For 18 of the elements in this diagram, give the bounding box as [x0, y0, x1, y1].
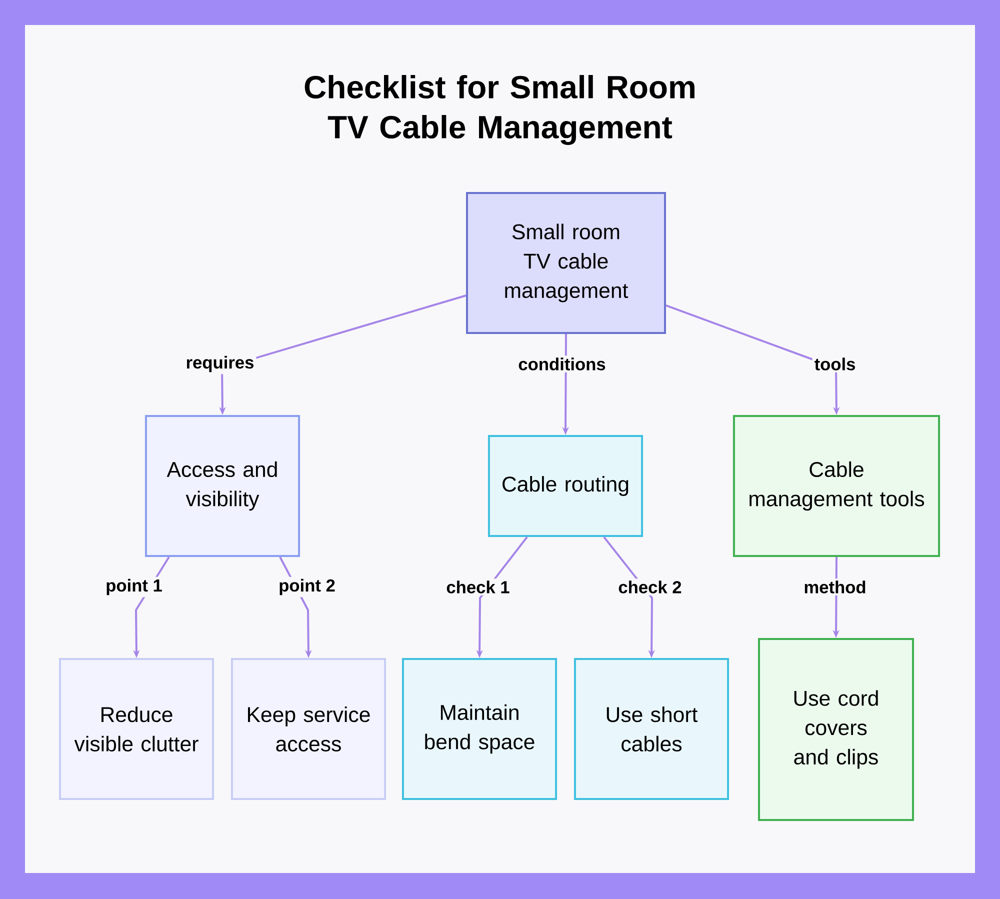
- edge-label: requires: [184, 354, 256, 374]
- concept-box: Reduce visible clutter: [58, 658, 214, 800]
- edge-label: tools: [812, 356, 858, 372]
- concept-box: Small room TV cable management: [466, 192, 666, 334]
- concept-box: Cable management tools: [732, 415, 940, 557]
- concept-box: Access and visibility: [144, 415, 300, 557]
- edge-label: check 1: [444, 578, 512, 596]
- title: Checklist for Small Room TV Cable Management: [304, 75, 694, 145]
- edge-label: point 1: [104, 576, 164, 598]
- concept-box: Cable routing: [488, 435, 644, 537]
- concept-box: Keep service access: [230, 658, 386, 800]
- edge-label: conditions: [516, 356, 608, 372]
- concept-box: Use short cables: [574, 658, 730, 800]
- concept-box: Use cord covers and clips: [758, 638, 914, 822]
- concept-box: Maintain bend space: [402, 658, 558, 800]
- edge-label: point 2: [276, 576, 338, 598]
- edge-label: check 2: [616, 578, 684, 596]
- edge-label: method: [802, 578, 868, 596]
